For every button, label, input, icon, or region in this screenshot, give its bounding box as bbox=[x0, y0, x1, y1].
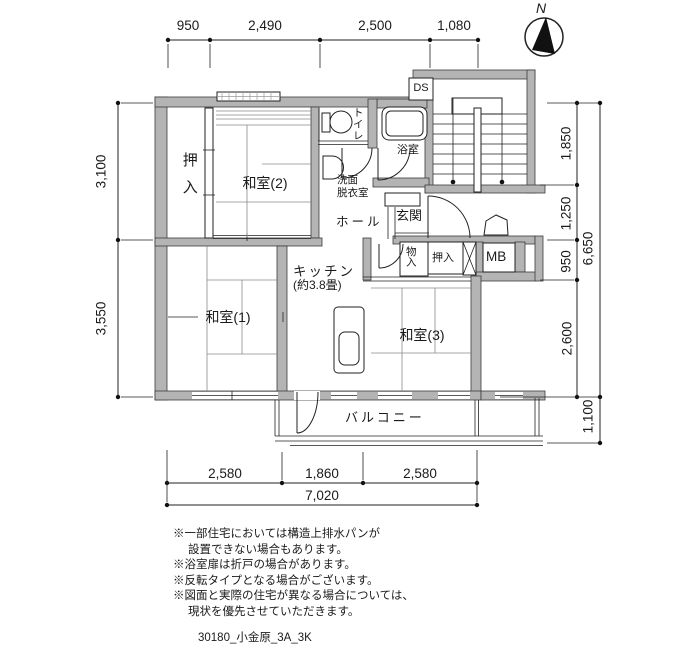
neighbor-door-leaf bbox=[483, 214, 509, 236]
room-label-washitsu-2: 和室(2) bbox=[242, 175, 288, 191]
room-label-bath: 浴室 bbox=[397, 144, 419, 156]
note-line: ※図面と実際の住宅が異なる場合については、 bbox=[173, 590, 414, 603]
room-label-genkan: 玄関 bbox=[396, 208, 423, 223]
note-line: ※一部住宅においては構造上排水パンが bbox=[173, 528, 380, 540]
dim-bottom-1: 2,580 bbox=[208, 466, 242, 481]
room-label-kitchen: キッチン (約3.8畳) bbox=[293, 264, 355, 293]
room-label-oshiire-upper: 押入 bbox=[180, 152, 198, 206]
room-label-washroom: 洗面 脱衣室 bbox=[337, 174, 369, 200]
washbasin-icon bbox=[322, 155, 344, 180]
room-label-hall: ホール bbox=[336, 215, 383, 229]
room-label-mb: MB bbox=[486, 249, 507, 264]
dim-right-2: 1,250 bbox=[558, 196, 574, 231]
stair bbox=[433, 97, 527, 193]
dim-top-1: 950 bbox=[176, 18, 200, 33]
dim-bottom-2: 1,860 bbox=[305, 466, 339, 481]
dim-bottom-3: 2,580 bbox=[403, 466, 437, 481]
note-line: ※浴室扉は折戸の場合があります。 bbox=[173, 559, 356, 572]
compass-icon bbox=[524, 17, 564, 57]
toilet-tank bbox=[321, 112, 331, 133]
bathtub-icon bbox=[381, 106, 428, 141]
compass-north-label: N bbox=[536, 0, 547, 16]
kitchen-sink-icon bbox=[338, 331, 360, 366]
dim-right-4: 2,600 bbox=[559, 321, 575, 356]
room-label-toilet: トイレ bbox=[351, 107, 364, 142]
dim-right-balcony: 1,100 bbox=[580, 399, 596, 434]
kitchen-line-1: キッチン bbox=[293, 264, 355, 279]
washroom-line-2: 脱衣室 bbox=[337, 187, 369, 199]
dim-bottom-overall: 7,020 bbox=[305, 488, 339, 503]
room-label-washitsu-3: 和室(3) bbox=[399, 327, 445, 343]
tatami-lines bbox=[206, 110, 471, 391]
closet-boxes bbox=[384, 77, 516, 277]
room-label-oshiire-lower: 押入 bbox=[432, 252, 454, 264]
dim-right-1: 1,850 bbox=[558, 126, 574, 161]
note-line: 現状を優先させていただきます。 bbox=[188, 605, 360, 618]
dim-top-3: 2,500 bbox=[358, 18, 392, 33]
note-line: 設置できない場合もあります。 bbox=[188, 543, 348, 556]
dim-top-2: 2,490 bbox=[248, 18, 282, 33]
drawing-id: 30180_小金原_3A_3K bbox=[198, 632, 312, 644]
dim-top-4: 1,080 bbox=[437, 18, 471, 33]
door-arcs bbox=[296, 147, 509, 434]
kitchen-counter bbox=[333, 306, 365, 374]
fixtures bbox=[321, 106, 428, 374]
notes: ※一部住宅においては構造上排水パンが 設置できない場合もあります。 ※浴室扉は折… bbox=[173, 527, 414, 621]
room-label-washitsu-1: 和室(1) bbox=[205, 309, 251, 325]
interior-partitions bbox=[168, 107, 471, 322]
toilet-bowl-icon bbox=[329, 110, 353, 134]
dim-left-2: 3,550 bbox=[93, 301, 109, 336]
dim-left-1: 3,100 bbox=[93, 154, 109, 189]
dim-right-overall: 6,650 bbox=[580, 231, 596, 266]
room-label-balcony: バルコニー bbox=[345, 410, 425, 425]
kitchen-line-2: (約3.8畳) bbox=[293, 278, 342, 293]
washroom-line-1: 洗面 bbox=[337, 174, 358, 186]
room-label-monoire: 物入 bbox=[404, 246, 417, 267]
note-line: ※反転タイプとなる場合がございます。 bbox=[173, 574, 379, 587]
dim-right-3: 950 bbox=[558, 250, 574, 273]
balcony-rail bbox=[274, 398, 543, 446]
room-label-ds: DS bbox=[413, 82, 429, 94]
dimension-lines bbox=[115, 37, 603, 508]
windows bbox=[192, 91, 523, 400]
